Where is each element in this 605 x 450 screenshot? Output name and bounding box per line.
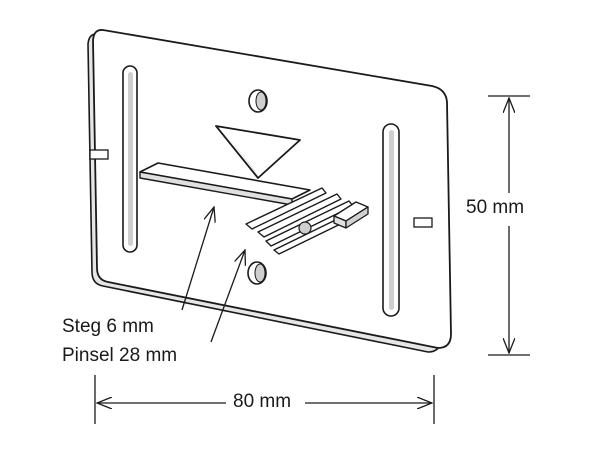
width-dimension [94, 375, 435, 424]
pinsel-brush [245, 187, 369, 255]
triangle-down-icon [215, 125, 301, 179]
pinsel-label: Pinsel 28 mm [62, 345, 178, 366]
steg-leader-line [181, 207, 214, 311]
height-label: 50 mm [466, 197, 525, 218]
width-label: 80 mm [230, 391, 295, 413]
pinsel-leader-line [210, 250, 245, 343]
steg-bar [139, 162, 311, 206]
right-notch [413, 217, 433, 228]
steg-label: Steg 6 mm [62, 316, 154, 337]
height-dimension [488, 95, 530, 356]
left-notch [89, 149, 109, 160]
